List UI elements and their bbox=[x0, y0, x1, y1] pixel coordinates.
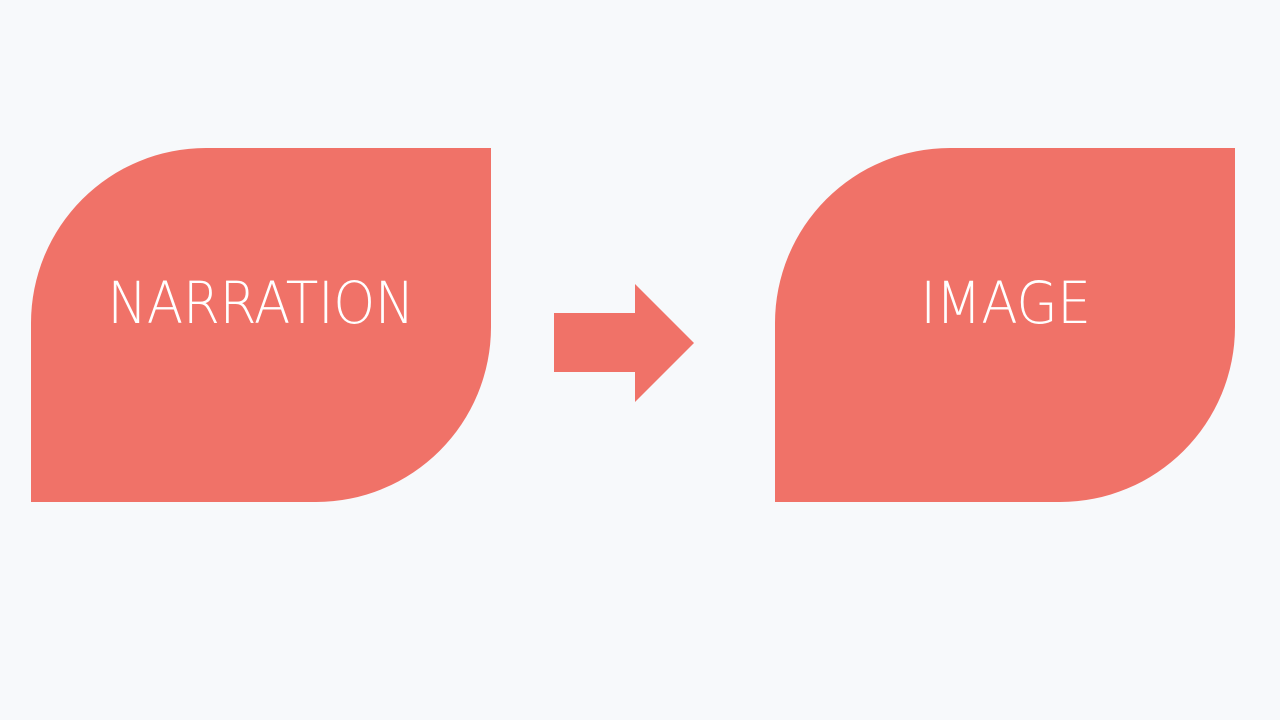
right-arrow-icon bbox=[554, 284, 694, 402]
narration-label: NARRATION bbox=[107, 269, 415, 337]
narration-shape: NARRATION bbox=[31, 148, 491, 502]
arrow-shape bbox=[554, 284, 694, 402]
image-label: IMAGE bbox=[919, 269, 1091, 337]
image-shape: IMAGE bbox=[775, 148, 1235, 502]
